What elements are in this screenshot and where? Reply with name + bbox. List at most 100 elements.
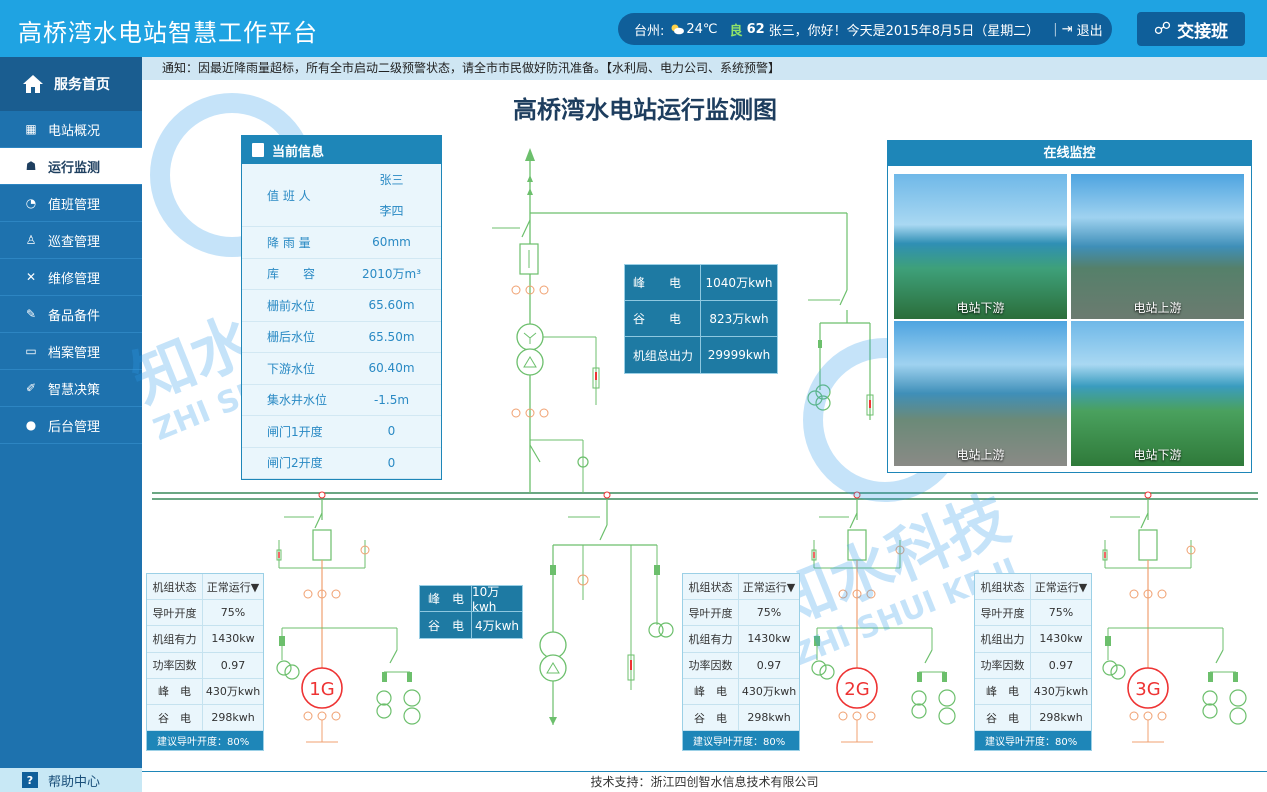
unit-value: 0.97 (1048, 658, 1074, 672)
camera-feed[interactable]: 电站上游 (894, 321, 1067, 466)
sidebar-item-label: 电站概况 (48, 123, 101, 139)
unit-row: 功率因数 0.97 (975, 652, 1091, 679)
unit-label: 功率因数 (975, 652, 1031, 678)
sidebar-item-overview[interactable]: ▦电站概况 (0, 111, 142, 148)
unit-row[interactable]: 机组状态正常运行▼ (147, 574, 263, 601)
unit-label: 机组出力 (975, 626, 1031, 652)
duty-row: 值 班 人 张三 李四 (242, 164, 441, 227)
unit-label: 机组有力 (147, 626, 203, 652)
footer-credit: 技术支持：浙江四创智水信息技术有限公司 (142, 771, 1267, 792)
generator-label: 2G (844, 679, 869, 700)
camera-caption: 电站上游 (1133, 301, 1182, 315)
document-icon (252, 143, 264, 157)
users-swap-icon: ☍ (1153, 19, 1172, 39)
camera-feed[interactable]: 电站上游 (1071, 174, 1244, 319)
sidebar-item-maintenance[interactable]: ✕维修管理 (0, 259, 142, 296)
sidebar-item-duty[interactable]: ◔值班管理 (0, 185, 142, 222)
unit-label: 峰 电 (147, 678, 203, 704)
sidebar-item-label: 后台管理 (48, 419, 101, 435)
unit-label: 峰 电 (683, 678, 739, 704)
unit-value: 298kwh (211, 711, 255, 725)
unit-row[interactable]: 机组状态正常运行▼ (975, 574, 1091, 601)
info-label: 库 容 (267, 267, 316, 282)
tools-icon: ✕ (25, 270, 37, 284)
wrench-icon: ✎ (25, 307, 37, 321)
sidebar-item-monitoring[interactable]: ☗运行监测 (0, 148, 142, 185)
unit-value: 298kwh (747, 711, 791, 725)
home-icon (23, 75, 43, 93)
energy-label: 机组总出力 (625, 337, 701, 373)
info-value: 60.40m (368, 361, 415, 376)
sidebar-item-label: 巡查管理 (48, 234, 101, 250)
unit-value: 75% (220, 606, 246, 620)
edit-icon: ✐ (25, 381, 37, 395)
unit-value: 430万kwh (1033, 685, 1089, 699)
sidebar-item-inspection[interactable]: ♙巡查管理 (0, 222, 142, 259)
unit-row: 谷 电 298kwh (147, 704, 263, 732)
folder-icon: ▭ (25, 344, 37, 358)
city-label: 台州: (634, 23, 665, 39)
info-label: 下游水位 (267, 361, 316, 376)
greeting-text: 张三，你好！今天是2015年8月5日（星期二） (768, 23, 1040, 39)
current-info-header: 当前信息 (242, 136, 441, 164)
online-monitor-title: 在线监控 (888, 141, 1251, 166)
camera-feed[interactable]: 电站下游 (1071, 321, 1244, 466)
temperature: 24℃ (686, 21, 718, 37)
unit-suggestion: 建议导叶开度：80% (147, 731, 263, 751)
sidebar-item-archives[interactable]: ▭ 档案管理 (0, 333, 142, 370)
logout-link[interactable]: 退出 (1076, 23, 1103, 39)
info-value: 0 (387, 424, 396, 439)
camera-feed[interactable]: 电站下游 (894, 174, 1067, 319)
duty-person: 张三 (379, 173, 404, 187)
energy-value: 823万kwh (709, 312, 769, 326)
sidebar-item-decision[interactable]: ✐智慧决策 (0, 370, 142, 407)
energy-value: 29999kwh (707, 348, 771, 362)
energy-label: 峰 电 (420, 586, 472, 611)
unit-label: 机组有力 (683, 626, 739, 652)
camera-caption: 电站上游 (956, 448, 1005, 462)
help-center-link[interactable]: ? 帮助中心 (0, 768, 142, 792)
unit-value: 1430kw (747, 632, 791, 646)
unit-label: 机组状态 (975, 574, 1031, 600)
sidebar-item-label: 档案管理 (48, 345, 101, 361)
unit-label: 谷 电 (147, 704, 203, 731)
air-quality-icon: 良 (729, 23, 743, 39)
unit-value: 298kwh (1039, 711, 1083, 725)
info-value: 65.50m (368, 329, 415, 344)
unit-value: 430万kwh (741, 685, 797, 699)
app-title: 高桥湾水电站智慧工作平台 (18, 19, 318, 47)
unit-label: 机组状态 (683, 574, 739, 600)
unit-value: 正常运行▼ (206, 580, 260, 594)
info-label: 降 雨 量 (267, 235, 311, 250)
partly-cloudy-icon (671, 24, 685, 35)
info-value: 65.60m (368, 298, 415, 313)
unit-value: 正常运行▼ (1034, 580, 1088, 594)
sidebar-home-label: 服务首页 (54, 77, 110, 93)
unit-label: 谷 电 (683, 704, 739, 731)
handover-button[interactable]: ☍ 交接班 (1137, 12, 1245, 46)
logout-icon[interactable]: ⇥ (1061, 21, 1073, 37)
group-icon: ☗ (25, 159, 37, 173)
energy-label: 峰 电 (625, 265, 701, 300)
unit-value: 1430kw (211, 632, 255, 646)
top-header: 高桥湾水电站智慧工作平台 台州: 24℃ 良 62 张三，你好！今天是2015年… (0, 0, 1267, 57)
user-icon: ● (25, 418, 37, 432)
energy-row: 机组总出力 29999kwh (625, 337, 777, 373)
sidebar-item-spare-parts[interactable]: ✎备品备件 (0, 296, 142, 333)
sidebar-item-admin[interactable]: ● 后台管理 (0, 407, 142, 444)
page-title: 高桥湾水电站运行监测图 (513, 96, 777, 124)
sidebar-home[interactable]: 服务首页 (0, 57, 142, 111)
info-row: 下游水位 60.40m (242, 353, 441, 385)
info-label: 栅前水位 (267, 298, 316, 313)
divider: | (1053, 21, 1058, 37)
status-bar: 台州: 24℃ 良 62 张三，你好！今天是2015年8月5日（星期二） | ⇥… (618, 13, 1112, 45)
unit-row[interactable]: 机组状态正常运行▼ (683, 574, 799, 601)
